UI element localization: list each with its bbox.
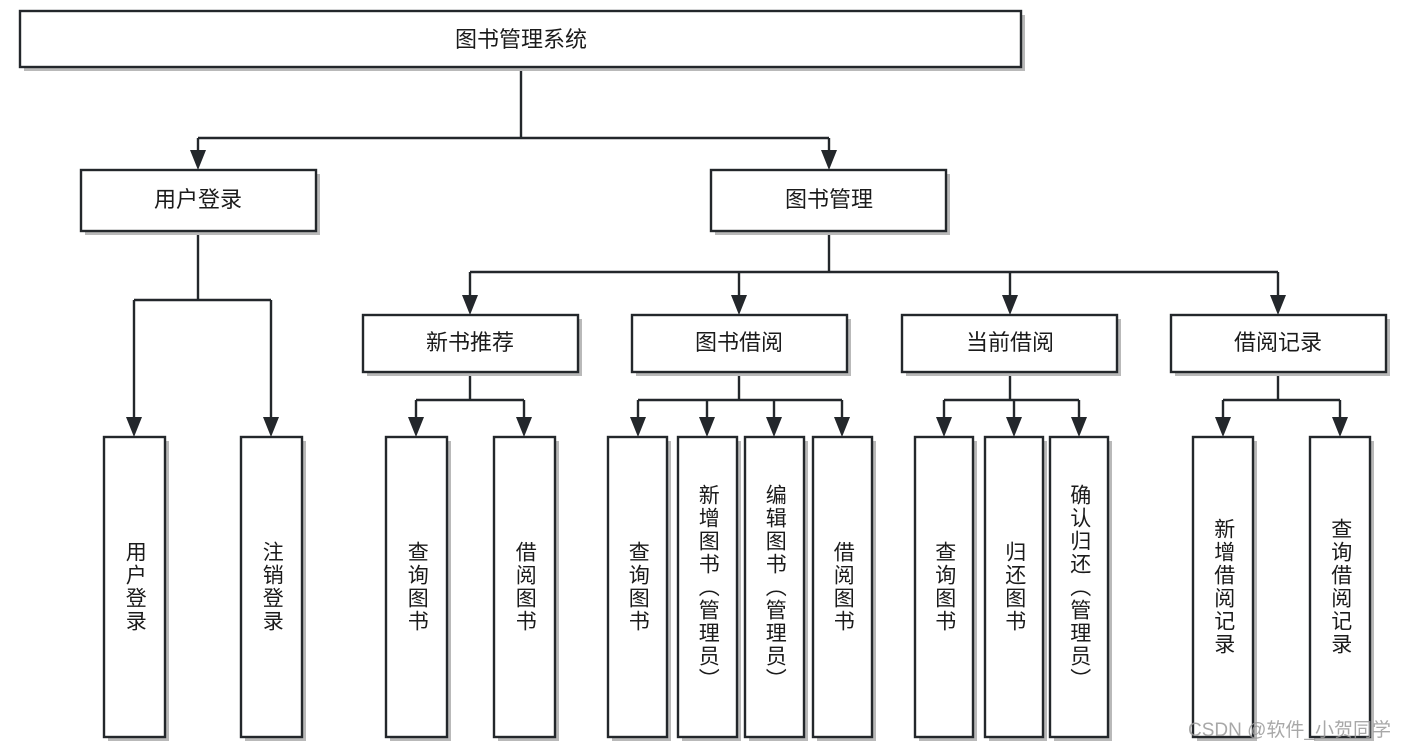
arrow-head-leaf-query-book-3 (936, 417, 952, 437)
arrow-head-leaf-query-record (1332, 417, 1348, 437)
leaf-logout-login-box[interactable] (239, 435, 304, 739)
leaf-return-book-box[interactable] (983, 435, 1045, 739)
leaf-user-login-box[interactable] (102, 435, 167, 739)
leaf-add-book-box[interactable] (676, 435, 739, 739)
arrow-head-leaf-borrow-book-1 (516, 417, 532, 437)
leaf-add-record-box[interactable] (1191, 435, 1255, 739)
arrow-head-borrow-record (1270, 295, 1286, 315)
borrow-record-box[interactable] (1169, 313, 1388, 374)
user-login-box[interactable] (79, 168, 318, 233)
connector-layer (126, 68, 1348, 437)
arrow-head-leaf-query-book-2 (630, 417, 646, 437)
root-label: 图书管理系统 (455, 27, 587, 52)
book-borrow-label: 图书借阅 (695, 330, 783, 355)
arrow-head-book-borrow (731, 295, 747, 315)
current-borrow-label: 当前借阅 (966, 330, 1054, 355)
arrow-head-leaf-return-book (1006, 417, 1022, 437)
arrow-head-new-book-recommend (462, 295, 478, 315)
leaf-box-layer (102, 435, 1374, 741)
user-login-label: 用户登录 (154, 187, 242, 212)
node-current-borrow[interactable]: 当前借阅 (900, 313, 1121, 376)
leaf-query-record-box[interactable] (1308, 435, 1372, 739)
arrow-head-leaf-logout-login (263, 417, 279, 437)
arrow-head-leaf-add-record (1215, 417, 1231, 437)
arrow-head-leaf-edit-book (766, 417, 782, 437)
csdn-watermark: CSDN @软件_小贺同学 (1188, 720, 1391, 741)
leaf-query-book-2-box[interactable] (606, 435, 669, 739)
node-new-book-recommend[interactable]: 新书推荐 (361, 313, 582, 376)
leaf-query-book-3-box[interactable] (913, 435, 975, 739)
arrow-head-book-management (821, 150, 837, 170)
arrow-head-leaf-confirm-return (1071, 417, 1087, 437)
arrow-head-leaf-user-login (126, 417, 142, 437)
borrow-record-label: 借阅记录 (1234, 330, 1322, 355)
leaf-borrow-book-2-box[interactable] (811, 435, 874, 739)
leaf-edit-book-box[interactable] (743, 435, 806, 739)
arrow-head-leaf-borrow-book-2 (834, 417, 850, 437)
arrow-head-leaf-query-book-1 (408, 417, 424, 437)
book-borrow-box[interactable] (630, 313, 849, 374)
leaf-confirm-return-box[interactable] (1048, 435, 1110, 739)
arrow-head-user-login (190, 150, 206, 170)
node-book-borrow[interactable]: 图书借阅 (630, 313, 851, 376)
node-borrow-record[interactable]: 借阅记录 (1169, 313, 1390, 376)
arrow-head-current-borrow (1002, 295, 1018, 315)
current-borrow-box[interactable] (900, 313, 1119, 374)
node-user-login[interactable]: 用户登录 (79, 168, 320, 235)
node-root[interactable]: 图书管理系统 (18, 9, 1025, 71)
book-management-label: 图书管理 (785, 187, 873, 212)
root-box[interactable] (18, 9, 1023, 69)
node-book-management[interactable]: 图书管理 (709, 168, 950, 235)
leaf-query-book-1-box[interactable] (384, 435, 449, 739)
new-book-recommend-label: 新书推荐 (426, 330, 514, 355)
book-management-box[interactable] (709, 168, 948, 233)
arrow-head-leaf-add-book (699, 417, 715, 437)
leaf-borrow-book-1-box[interactable] (492, 435, 557, 739)
new-book-recommend-box[interactable] (361, 313, 580, 374)
